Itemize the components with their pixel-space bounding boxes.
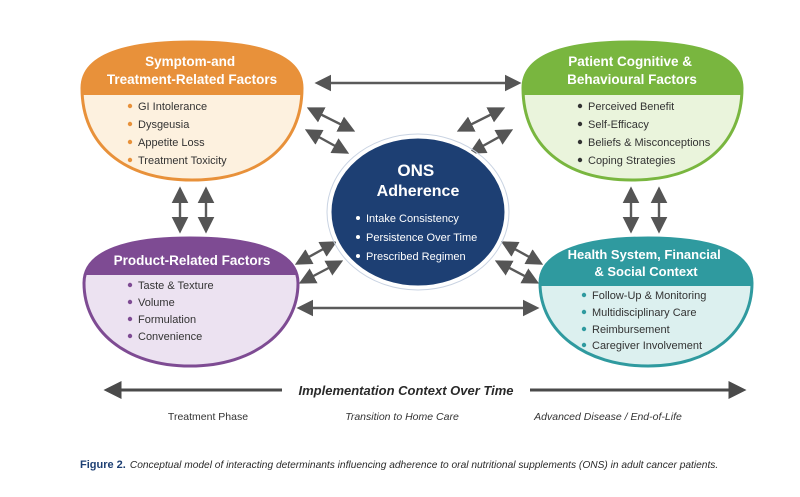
node-center-shape — [328, 135, 508, 289]
node-center-item: Prescribed Regimen — [366, 251, 466, 263]
connector-arrows — [171, 74, 668, 317]
timeline-phase: Transition to Home Care — [345, 411, 459, 423]
node-health-item: Caregiver Involvement — [592, 340, 702, 352]
node-health-item: Reimbursement — [592, 324, 670, 336]
node-center-item: Intake Consistency — [366, 213, 459, 225]
figure-caption: Figure 2.Conceptual model of interacting… — [80, 459, 780, 471]
arrow-product-center-2 — [298, 260, 344, 284]
node-symptom: Symptom-and Treatment-Related Factors GI… — [80, 40, 304, 182]
node-cognitive-title-2: Behavioural Factors — [567, 72, 697, 87]
node-health: Health System, Financial & Social Contex… — [538, 236, 754, 368]
node-cognitive-header — [523, 42, 742, 95]
arrow-product-center-1 — [294, 241, 338, 265]
node-health-title-1: Health System, Financial — [568, 247, 721, 262]
node-product-item: Convenience — [138, 331, 202, 343]
node-product-item: Formulation — [138, 314, 196, 326]
timeline: Implementation Context Over Time Treatme… — [103, 381, 747, 423]
node-symptom-item: Appetite Loss — [138, 137, 205, 149]
timeline-phase: Advanced Disease / End-of-Life — [533, 411, 682, 423]
node-cognitive: Patient Cognitive & Behavioural Factors … — [521, 40, 744, 182]
node-health-item: Multidisciplinary Care — [592, 307, 697, 319]
arrow-health-center-2 — [494, 260, 540, 284]
node-cognitive-item: Self-Efficacy — [588, 119, 649, 131]
node-symptom-item: GI Intolerance — [138, 101, 207, 113]
node-cognitive-item: Beliefs & Misconceptions — [588, 137, 711, 149]
arrow-health-center-1 — [500, 241, 544, 265]
arrow-symptom-center-2 — [304, 129, 350, 154]
node-health-title-2: & Social Context — [594, 264, 698, 279]
node-center: ONS Adherence Intake Consistency Persist… — [326, 133, 510, 291]
node-health-header — [540, 238, 752, 286]
svg-text:Health System, Financial: Health System, Financial & Social Contex… — [568, 247, 725, 279]
node-health-item: Follow-Up & Monitoring — [592, 290, 706, 302]
node-symptom-header — [82, 42, 302, 95]
node-product-title: Product-Related Factors — [114, 253, 271, 268]
node-symptom-item: Dysgeusia — [138, 119, 190, 131]
node-symptom-title-2: Treatment-Related Factors — [107, 72, 277, 87]
svg-text:ONS Adherence: ONS Adherence — [377, 161, 460, 200]
svg-text:Patient Cognitive & Beha: Patient Cognitive & Behavioural Factors — [567, 54, 697, 87]
node-product-item: Taste & Texture — [138, 280, 214, 292]
figure-caption-text: Conceptual model of interacting determin… — [129, 460, 719, 471]
node-cognitive-title-1: Patient Cognitive & — [568, 54, 692, 69]
node-symptom-item: Treatment Toxicity — [138, 155, 227, 167]
node-center-item: Persistence Over Time — [366, 232, 477, 244]
node-product: Product-Related Factors Taste & Texture … — [82, 236, 300, 368]
timeline-title: Implementation Context Over Time — [298, 383, 513, 398]
node-symptom-title-1: Symptom-and — [145, 54, 235, 69]
node-cognitive-item: Perceived Benefit — [588, 101, 674, 113]
node-center-title-2: Adherence — [377, 183, 460, 200]
arrow-cognitive-center-1 — [456, 107, 506, 132]
arrow-symptom-center-1 — [306, 107, 356, 132]
timeline-phase: Treatment Phase — [168, 411, 248, 423]
figure-label: Figure 2. — [80, 459, 126, 471]
node-center-title-1: ONS — [397, 161, 434, 180]
node-product-item: Volume — [138, 297, 175, 309]
svg-text:Symptom-and Treatment-Re: Symptom-and Treatment-Related Factors — [107, 54, 277, 87]
arrow-cognitive-center-2 — [468, 129, 514, 154]
node-cognitive-item: Coping Strategies — [588, 155, 676, 167]
